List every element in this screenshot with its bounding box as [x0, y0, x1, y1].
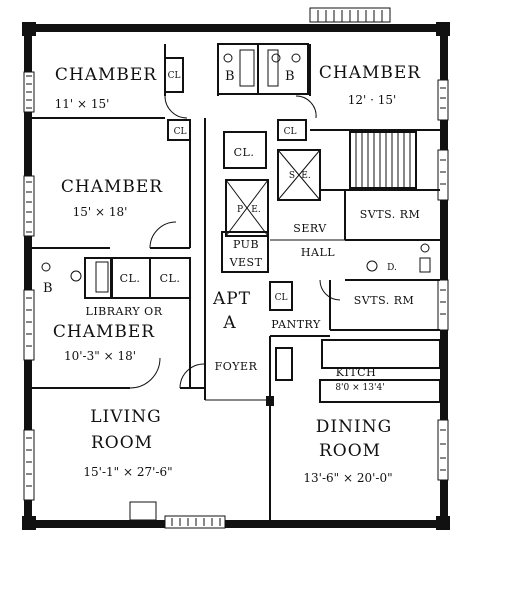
dumbwaiter-label: D.	[387, 263, 397, 273]
interior-walls	[32, 43, 441, 520]
library-name: LIBRARY OR	[86, 305, 163, 318]
closet-label: CL	[174, 127, 187, 137]
bath-label: B	[225, 69, 235, 84]
dining-dims: 13'-6" × 20'-0"	[303, 471, 392, 485]
chamber-nw-dims: 11' × 15'	[55, 97, 110, 111]
chamber-nw-name: CHAMBER	[55, 65, 157, 85]
library-name-2: CHAMBER	[53, 322, 155, 342]
outer-walls	[22, 22, 450, 530]
closet-label: CL.	[234, 146, 255, 159]
library-dims: 10'-3" × 18'	[64, 349, 136, 363]
chamber-ne-name: CHAMBER	[319, 63, 421, 83]
apartment-letter: A	[222, 313, 236, 333]
bay-window-top	[309, 7, 391, 23]
kitchen-dims: 8'0 × 13'4'	[335, 383, 384, 393]
dining-name: DINING	[316, 417, 392, 437]
closet-label: CL	[284, 127, 297, 137]
elevator-p: P	[237, 205, 243, 215]
door-swings	[129, 95, 341, 389]
elevator-s: S	[289, 171, 295, 181]
pub-label: PUB	[233, 238, 259, 251]
windows-right	[437, 79, 449, 481]
elevator-e: E.	[251, 205, 261, 215]
bath-label: B	[285, 69, 295, 84]
stair	[349, 131, 417, 189]
living-name: LIVING	[90, 407, 161, 427]
serv-label: SERV	[293, 222, 327, 235]
bath-label: B	[43, 281, 53, 296]
kitchen-name: KITCH	[336, 366, 376, 379]
closet-label: CL.	[160, 272, 181, 285]
closet-label: CL	[275, 293, 288, 303]
servants-room-label: SVTS. RM	[354, 294, 415, 307]
elevator-e2: E.	[301, 171, 311, 181]
living-name-2: ROOM	[91, 433, 153, 453]
chamber-w-name: CHAMBER	[61, 177, 163, 197]
foyer-label: FOYER	[215, 360, 258, 373]
apartment-label: APT	[212, 289, 251, 309]
chamber-w-dims: 15' × 18'	[73, 205, 128, 219]
servants-room-label: SVTS. RM	[360, 208, 421, 221]
bath-fixtures	[41, 49, 431, 293]
living-dims: 15'-1" × 27'-6"	[83, 465, 172, 479]
room-labels: CHAMBER 11' × 15' CHAMBER 12' · 15' CHAM…	[53, 63, 421, 485]
pantry-label: PANTRY	[271, 318, 321, 331]
bay-window-bottom	[129, 501, 226, 529]
windows-left	[23, 71, 35, 501]
vest-label: VEST	[229, 256, 263, 269]
small-labels: CL B B CL CL CL. P E. S E. SVTS. RM SVTS…	[43, 69, 420, 373]
closet-label: CL.	[120, 272, 141, 285]
dining-name-2: ROOM	[319, 441, 381, 461]
chamber-ne-dims: 12' · 15'	[348, 93, 397, 107]
closet-label: CL	[168, 71, 181, 81]
hall-label: HALL	[301, 246, 335, 259]
